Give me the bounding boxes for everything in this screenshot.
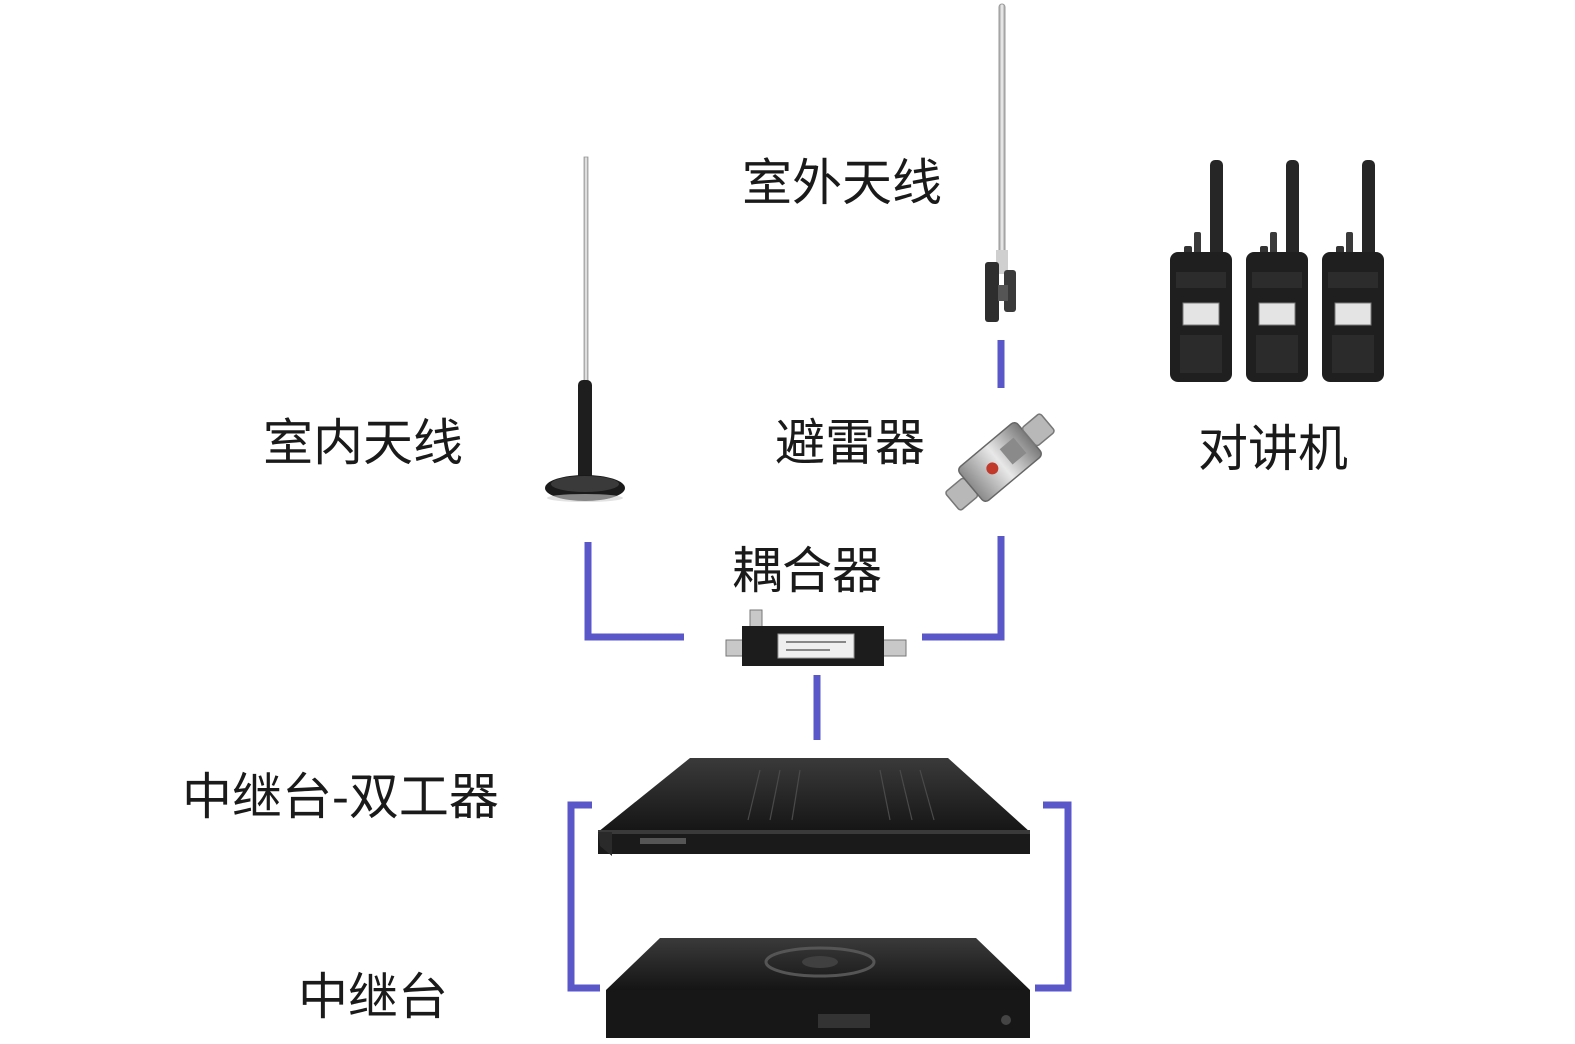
label-coupler: 耦合器 (732, 542, 882, 600)
repeater-icon (606, 938, 1030, 1038)
radio-icon-2 (1246, 160, 1308, 382)
indoor-antenna-icon (545, 156, 625, 502)
label-indoor-antenna: 室内天线 (263, 414, 463, 472)
outdoor-antenna-icon (985, 3, 1016, 322)
cable-right-bracket (1035, 801, 1072, 992)
cable-indoor-to-coupler (584, 542, 684, 641)
label-outdoor-antenna: 室外天线 (742, 154, 942, 212)
label-lightning-arrester: 避雷器 (775, 414, 925, 472)
label-repeater: 中继台 (298, 968, 448, 1026)
duplexer-icon (598, 758, 1030, 856)
cable-arrester-to-coupler (922, 536, 1005, 641)
lightning-arrester-icon (945, 413, 1055, 511)
radio-icon-1 (1170, 160, 1232, 382)
cable-left-bracket (567, 801, 600, 992)
label-repeater-duplexer: 中继台-双工器 (182, 768, 499, 826)
radio-icon-3 (1322, 160, 1384, 382)
label-radios: 对讲机 (1198, 420, 1348, 478)
coupler-icon (725, 609, 907, 666)
